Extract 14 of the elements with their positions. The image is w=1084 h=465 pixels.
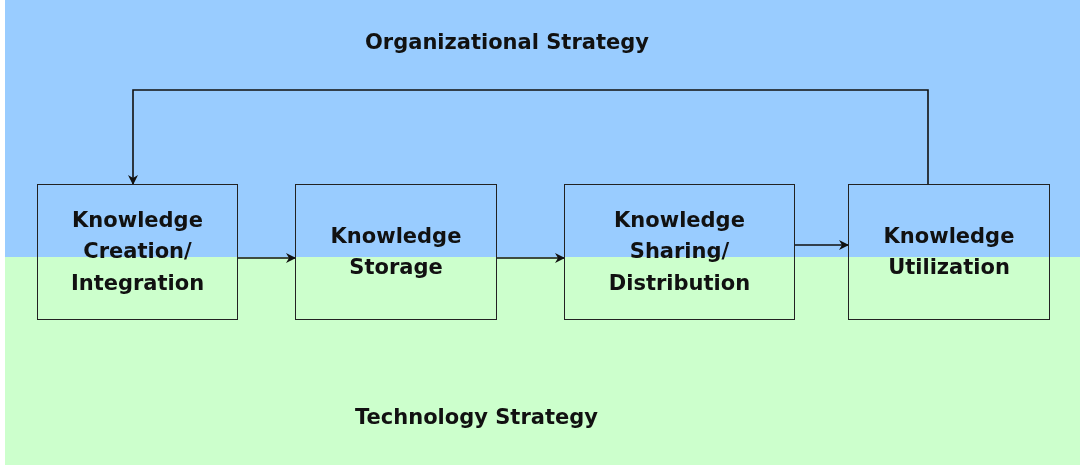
box-label: Knowledge Sharing/ Distribution [607,206,752,297]
band-title: Technology Strategy [355,405,598,429]
box-label: Knowledge Creation/ Integration [69,206,206,297]
arrow [237,253,296,263]
process-box [37,184,238,320]
arrow [128,89,929,185]
box-label: Knowledge Storage [329,222,463,281]
process-box [295,184,497,320]
process-box [564,184,795,320]
process-box [848,184,1050,320]
arrow [794,240,849,250]
arrow [496,253,565,263]
band-title: Organizational Strategy [365,30,649,54]
box-label: Knowledge Utilization [882,222,1016,281]
